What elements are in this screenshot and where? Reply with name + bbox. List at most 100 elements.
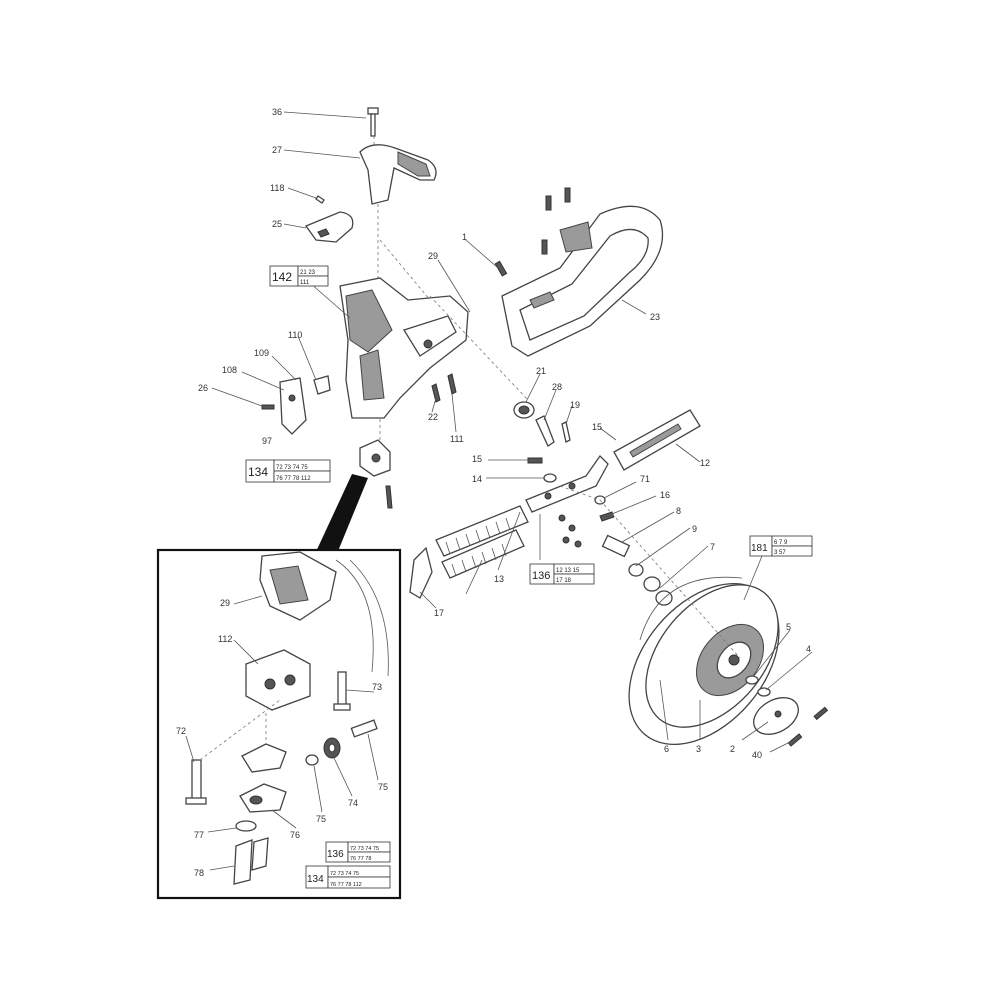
callout-108: 108 bbox=[222, 365, 237, 375]
part-2-cover bbox=[753, 697, 799, 735]
callout-15b: 15 bbox=[472, 454, 482, 464]
kit-box-134-inset: 134 72 73 74 75 76 77 78 112 bbox=[305, 865, 391, 889]
callout-40: 40 bbox=[752, 750, 762, 760]
part-6-clutch-drum bbox=[628, 583, 780, 745]
part-9-ring bbox=[628, 563, 644, 577]
callout-75b: 75 bbox=[316, 814, 326, 824]
part-112-screw bbox=[385, 485, 393, 509]
callout-26: 26 bbox=[198, 383, 208, 393]
callout-111: 111 bbox=[450, 434, 464, 444]
callout-71: 71 bbox=[640, 474, 650, 484]
callout-15a: 15 bbox=[592, 422, 602, 432]
callout-1: 1 bbox=[462, 232, 467, 242]
callout-23: 23 bbox=[650, 312, 660, 322]
part-10-springs bbox=[435, 505, 529, 579]
small-screws-cluster bbox=[558, 514, 582, 548]
kit-box-136-inset: 136 72 73 74 75 76 77 78 bbox=[325, 841, 391, 863]
callout-12: 12 bbox=[700, 458, 710, 468]
callout-78: 78 bbox=[194, 868, 204, 878]
callout-25: 25 bbox=[272, 219, 282, 229]
part-108-plate bbox=[279, 377, 307, 435]
callout-4: 4 bbox=[806, 644, 811, 654]
kit-136b-number: 136 bbox=[327, 849, 344, 860]
callout-14: 14 bbox=[472, 474, 482, 484]
callout-72: 72 bbox=[176, 726, 186, 736]
callout-29b: 29 bbox=[220, 598, 230, 608]
callout-74: 74 bbox=[348, 798, 358, 808]
part-19-pin bbox=[561, 421, 571, 443]
kit-box-134: 134 72 73 74 75 76 77 78 112 bbox=[245, 459, 331, 483]
kit-box-136: 136 12 13 15 17 18 bbox=[529, 563, 595, 585]
part-4-washer bbox=[757, 687, 771, 697]
callout-17: 17 bbox=[434, 608, 444, 618]
leader-lines bbox=[185, 111, 813, 871]
part-112-block bbox=[359, 439, 391, 477]
kit-box-142: 142 21 23 111 bbox=[269, 265, 329, 287]
part-26-screw bbox=[261, 404, 275, 410]
callout-6a: 6 bbox=[664, 744, 669, 754]
callout-2: 2 bbox=[730, 744, 735, 754]
kit-134-row2: 76 77 78 112 bbox=[276, 476, 311, 482]
part-17-link bbox=[409, 546, 433, 599]
callout-97: 97 bbox=[262, 436, 272, 446]
callout-13: 13 bbox=[494, 574, 504, 584]
callout-22: 22 bbox=[428, 412, 438, 422]
detail-inset bbox=[156, 548, 402, 900]
callout-28: 28 bbox=[552, 382, 562, 392]
callout-75a: 75 bbox=[378, 782, 388, 792]
kit-134-row1: 72 73 74 75 bbox=[276, 465, 308, 471]
part-118-pin bbox=[315, 195, 325, 204]
kit-134b-number: 134 bbox=[307, 874, 324, 885]
callout-36: 36 bbox=[272, 107, 282, 117]
part-25-bracket bbox=[304, 211, 354, 243]
callout-19: 19 bbox=[570, 400, 580, 410]
kit-136b-row1: 72 73 74 75 bbox=[350, 846, 379, 852]
kit-181-row1: 6 7 9 bbox=[774, 540, 788, 546]
callout-5: 5 bbox=[786, 622, 791, 632]
kit-136-number: 136 bbox=[532, 570, 550, 582]
callout-7: 7 bbox=[710, 542, 715, 552]
part-110-clip bbox=[313, 375, 331, 395]
part-40-screw bbox=[787, 733, 803, 747]
callout-118: 118 bbox=[270, 183, 284, 193]
part-111-screw bbox=[447, 373, 457, 395]
kit-136-row2: 17 18 bbox=[556, 578, 572, 584]
part-13-lever bbox=[525, 454, 609, 513]
kit-136-row1: 12 13 15 bbox=[556, 568, 580, 574]
callout-labels: 36 27 118 25 1 29 23 110 109 108 26 97 2… bbox=[176, 107, 811, 878]
part-40-screw-b bbox=[813, 706, 829, 721]
part-21-knob bbox=[513, 401, 535, 419]
kit-134b-row1: 72 73 74 75 bbox=[330, 871, 359, 877]
callout-9: 9 bbox=[692, 524, 697, 534]
part-5-washer bbox=[745, 675, 759, 685]
part-36-screw bbox=[367, 107, 379, 137]
callout-27: 27 bbox=[272, 145, 282, 155]
callout-21: 21 bbox=[536, 366, 546, 376]
callout-110: 110 bbox=[288, 330, 302, 340]
part-29-housing bbox=[339, 277, 469, 419]
kit-134b-row2: 76 77 78 112 bbox=[330, 882, 362, 888]
part-8-sleeve bbox=[601, 534, 631, 558]
kit-142-row1: 21 23 bbox=[300, 270, 316, 276]
callout-77: 77 bbox=[194, 830, 204, 840]
part-12-plate bbox=[613, 409, 701, 471]
part-6-rim bbox=[639, 576, 743, 641]
kit-134-number: 134 bbox=[248, 465, 268, 479]
callout-112: 112 bbox=[218, 634, 232, 644]
inset-pointer bbox=[314, 474, 368, 556]
kit-142-number: 142 bbox=[272, 270, 292, 284]
part-28-bolt bbox=[535, 415, 555, 447]
callout-8: 8 bbox=[676, 506, 681, 516]
part-20-screw bbox=[431, 383, 441, 403]
part-15-screw bbox=[527, 457, 543, 464]
kit-181-number: 181 bbox=[751, 543, 768, 554]
part-16-screw bbox=[599, 511, 615, 522]
part-23-guard-cover bbox=[501, 205, 664, 357]
callout-73: 73 bbox=[372, 682, 382, 692]
guard-screws bbox=[494, 187, 571, 277]
kit-181-row2: 3 57 bbox=[774, 550, 786, 556]
callout-16: 16 bbox=[660, 490, 670, 500]
kit-136b-row2: 76 77 78 bbox=[350, 856, 371, 862]
part-14-washer bbox=[543, 473, 557, 483]
